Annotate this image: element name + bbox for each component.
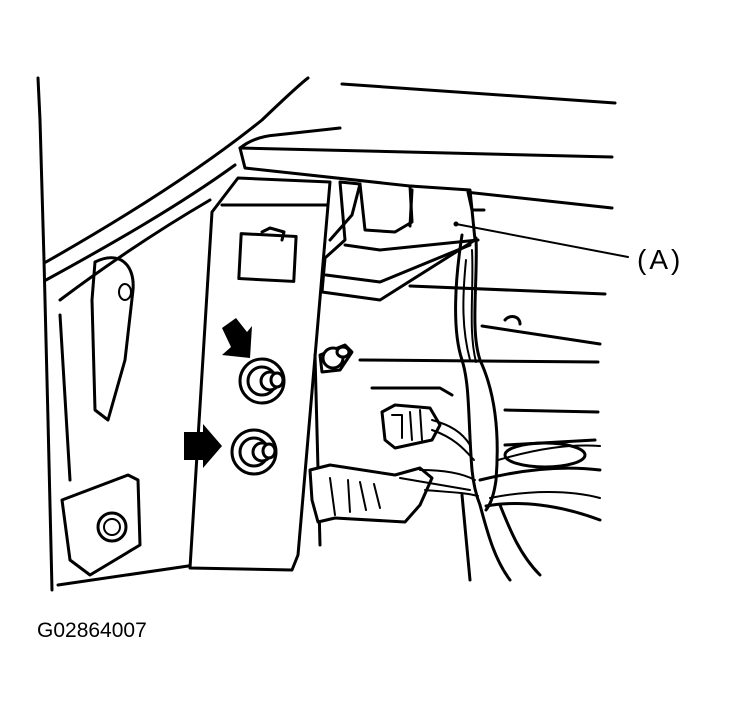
bolt-upper — [238, 357, 286, 405]
bolt-lower — [230, 428, 278, 476]
left-body-panel — [36, 76, 310, 592]
figure-id: G02864007 — [37, 619, 147, 642]
wiring-harness — [454, 233, 602, 582]
upper-trim — [238, 82, 617, 210]
arrow-lower-icon — [184, 424, 222, 468]
control-unit-a — [320, 180, 486, 302]
connector-upper — [380, 403, 475, 461]
bracket-bolt — [318, 343, 354, 374]
arrow-upper-icon — [222, 318, 252, 358]
callout-label-a: (A) — [637, 244, 684, 275]
connector-lower — [308, 463, 479, 524]
callout-leader — [455, 223, 629, 258]
